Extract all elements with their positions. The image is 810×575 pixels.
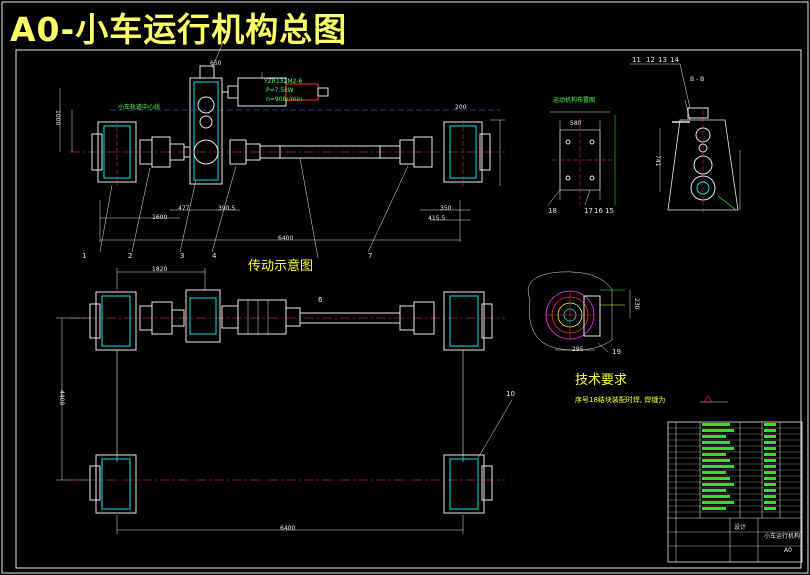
parts-list-entry xyxy=(764,495,776,498)
parts-list-entry xyxy=(702,447,734,450)
bb-view xyxy=(630,63,741,215)
parts-list-entry xyxy=(702,483,734,486)
title-block xyxy=(667,421,803,563)
title-block-designer: 设计 xyxy=(734,524,747,531)
dimension-label: 200 xyxy=(455,104,467,111)
parts-list-entry xyxy=(764,435,776,438)
parts-list-entry xyxy=(764,483,776,486)
part-number: 14 xyxy=(670,56,679,64)
wheel-right-bottom xyxy=(443,454,485,514)
dimension-label: 390.5 xyxy=(218,205,236,212)
part-number: 7 xyxy=(368,252,373,260)
part-number: 18 xyxy=(548,207,557,215)
parts-list-entry xyxy=(764,507,776,510)
parts-list-entry xyxy=(702,495,730,498)
mid-assembly xyxy=(56,268,505,481)
motor-label-2: P=7.5kW xyxy=(266,87,294,94)
drive-shaft xyxy=(279,145,381,159)
title-block-sheet: A0 xyxy=(784,547,792,554)
parts-list-entry xyxy=(702,453,726,456)
parts-list-entry xyxy=(702,501,734,504)
dimension-label: 1600 xyxy=(152,214,168,221)
part-number: 1 xyxy=(82,252,87,260)
part-number: 19 xyxy=(612,348,621,356)
dimension-label: 1000 xyxy=(54,110,61,126)
parts-list-entry xyxy=(764,429,776,432)
dimension-label: 6400 xyxy=(280,525,296,532)
bb-housing xyxy=(667,119,739,211)
part-number: 12 xyxy=(646,56,655,64)
drawing-title: A0-小车运行机构总图 xyxy=(10,10,348,49)
dimension-label: 1820 xyxy=(152,266,168,273)
motor-label-1: YZR132M2-6 xyxy=(264,78,303,85)
parts-list-entry xyxy=(764,447,776,450)
top-assembly xyxy=(59,37,505,259)
parts-list-entry xyxy=(702,459,730,462)
title-block-name: 小车运行机构 xyxy=(764,533,801,540)
tech-requirements-text: 序号18结块装配时焊, 焊缝为 xyxy=(575,396,666,404)
parts-list-entry xyxy=(764,465,776,468)
section-title-label: 运动机构布置图 xyxy=(553,97,596,104)
transmission-label: 传动示意图 xyxy=(248,259,314,274)
parts-list-entry xyxy=(764,423,776,426)
parts-list-entry xyxy=(702,423,730,426)
parts-list-entry xyxy=(702,465,734,468)
dimension-label: 230 xyxy=(633,298,640,310)
gearbox-plan xyxy=(185,289,221,343)
dimension-label: 477 xyxy=(178,205,190,212)
parts-list-entry xyxy=(702,429,734,432)
drawing-border xyxy=(15,49,802,569)
dimension-label: 650 xyxy=(210,60,222,67)
part-number: 5 xyxy=(225,30,230,38)
part-number: 4 xyxy=(212,252,217,260)
part-number: 16 xyxy=(594,207,603,215)
part-number: 10 xyxy=(506,390,515,398)
parts-list-entry xyxy=(764,471,776,474)
weld-symbol xyxy=(700,395,728,403)
part-number: 15 xyxy=(605,207,614,215)
tech-requirements-title: 技术要求 xyxy=(575,373,628,388)
dimension-label: 6400 xyxy=(278,235,294,242)
dimension-label: 741 xyxy=(654,155,661,167)
parts-list-entry xyxy=(702,435,726,438)
part-number: 11 xyxy=(632,56,641,64)
track-label: 小车轨道中心线 xyxy=(118,104,161,111)
part-number: 3 xyxy=(180,252,185,260)
part-number: 17 xyxy=(584,207,593,215)
parts-list-entry xyxy=(764,489,776,492)
section-view xyxy=(547,111,616,206)
section-bb-label: B - B xyxy=(690,76,705,83)
part-number: 6 xyxy=(318,296,323,304)
parts-list-entry xyxy=(764,501,776,504)
dimension-label: 350 xyxy=(440,205,452,212)
wheel-left-bottom xyxy=(95,454,137,514)
bottom-assembly xyxy=(70,399,513,534)
part-number: 13 xyxy=(658,56,667,64)
parts-list-entry xyxy=(764,453,776,456)
parts-list-entry xyxy=(764,459,776,462)
parts-list-entry xyxy=(702,441,730,444)
wheel-left-mid xyxy=(95,291,137,351)
wheel-detail xyxy=(527,271,631,353)
dimension-label: 580 xyxy=(570,120,582,127)
parts-list-entry xyxy=(764,441,776,444)
parts-list-entry xyxy=(702,507,726,510)
title-block-rows xyxy=(668,423,802,513)
parts-list-entry xyxy=(702,477,730,480)
gearbox xyxy=(189,77,223,185)
motor-label-3: n=908r/min xyxy=(266,96,303,103)
dimension-label: 295 xyxy=(572,346,584,353)
parts-list-entry xyxy=(702,489,726,492)
parts-list-entry xyxy=(702,471,726,474)
wheel-right-mid xyxy=(443,291,485,351)
motor-plan xyxy=(237,299,287,335)
dimension-label: 415.5 xyxy=(428,215,446,222)
parts-list-entry xyxy=(764,477,776,480)
part-number: 2 xyxy=(128,252,133,260)
dimension-label: 4400 xyxy=(58,390,65,406)
